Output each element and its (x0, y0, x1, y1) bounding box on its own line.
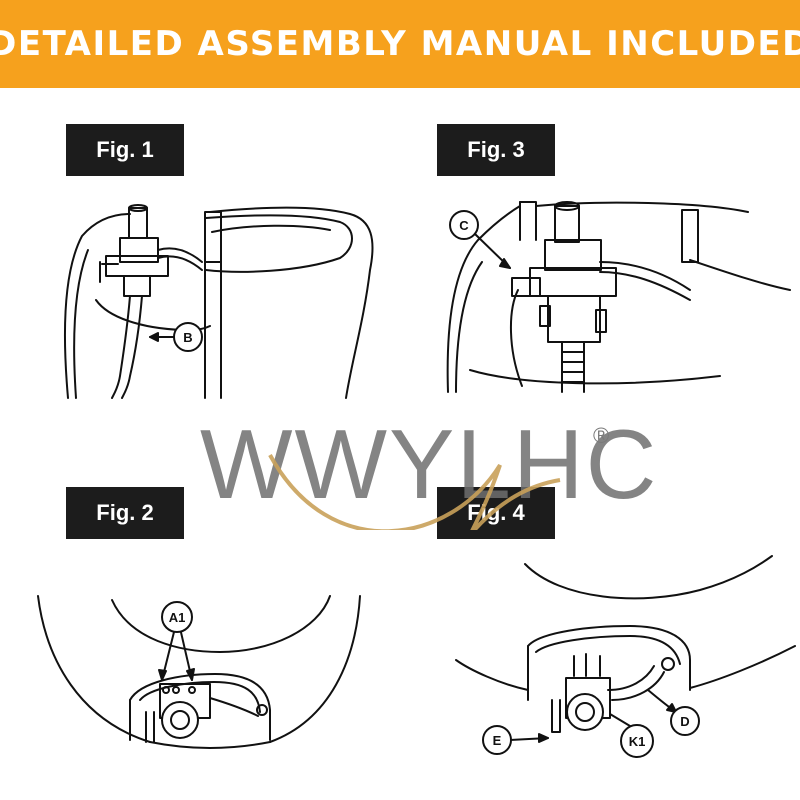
fig-4-drawing (455, 555, 796, 758)
fig-1-drawing (63, 204, 374, 399)
callout-k1: K1 (629, 734, 646, 749)
fig-3-drawing (446, 201, 791, 393)
fig-2-drawing (37, 595, 361, 749)
callout-b: B (183, 330, 192, 345)
watermark-registered: ® (593, 423, 610, 448)
fig-3-label: Fig. 3 (437, 124, 555, 176)
callout-d: D (680, 714, 689, 729)
fig-2-label: Fig. 2 (66, 487, 184, 539)
banner-title: DETAILED ASSEMBLY MANUAL INCLUDED (0, 24, 800, 64)
header-banner: DETAILED ASSEMBLY MANUAL INCLUDED (0, 0, 800, 88)
brand-watermark: WWYLHC ® (200, 415, 656, 530)
callout-e: E (493, 733, 502, 748)
fig-1-label: Fig. 1 (66, 124, 184, 176)
callout-c: C (459, 218, 469, 233)
fig-4-label: Fig. 4 (437, 487, 555, 539)
callout-a1: A1 (169, 610, 186, 625)
watermark-gold-swoosh (268, 454, 561, 530)
